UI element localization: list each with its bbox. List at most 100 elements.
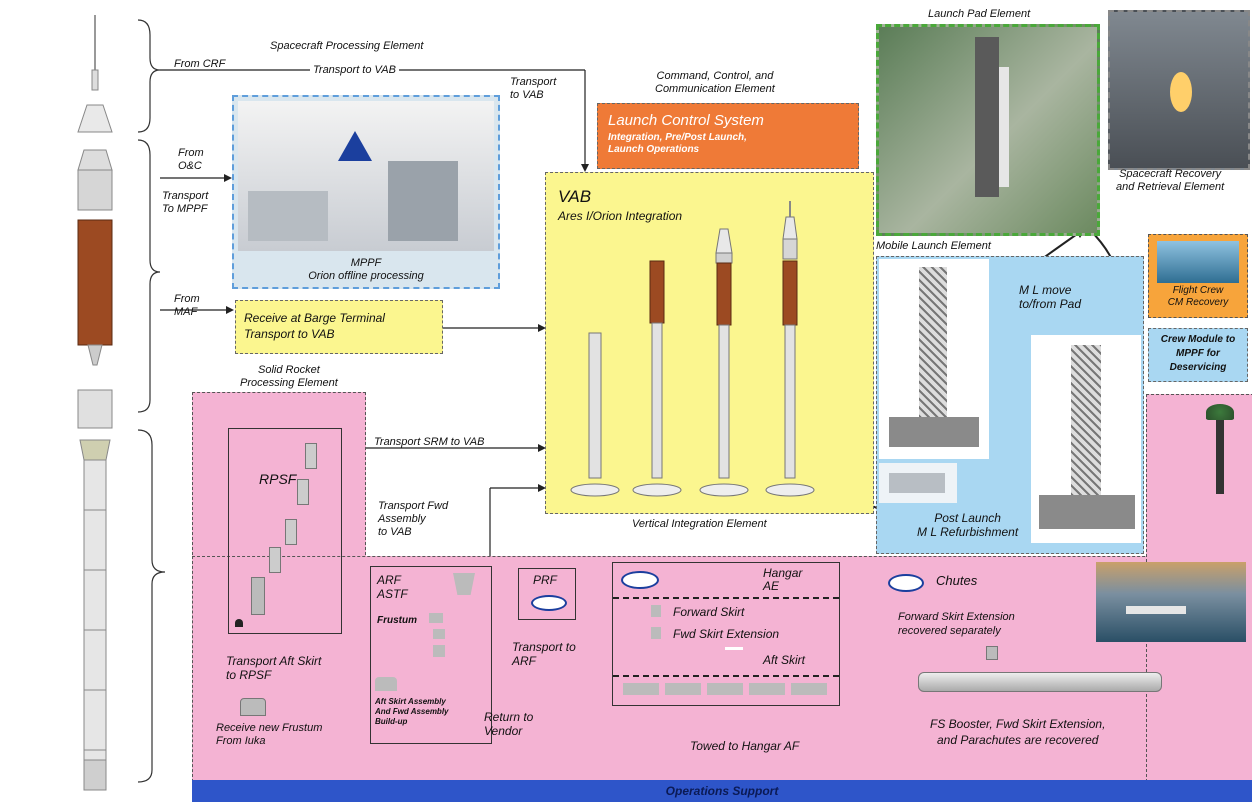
prf-label: PRF [533, 573, 557, 587]
rpsf-segment-1 [305, 443, 317, 469]
arf-astf-label: ARF ASTF [377, 573, 408, 601]
hangar-box: Hangar AE Forward Skirt Fwd Skirt Extens… [612, 562, 840, 706]
mobile-launch-box: M L move to/from Pad Post Launch M L Ref… [876, 256, 1144, 554]
rpsf-aft-skirt [235, 619, 243, 627]
recovery-boat [1126, 606, 1186, 614]
post-launch-label: Post Launch M L Refurbishment [917, 511, 1019, 539]
hangar-divider-1 [613, 597, 839, 599]
new-aft-skirt-icon [240, 698, 266, 716]
chutes-label: Chutes [936, 573, 978, 588]
prf-box: PRF [518, 568, 576, 620]
transport-to-arf-label: Transport to ARF [512, 640, 576, 668]
from-oc-label: From O&C [178, 147, 204, 172]
launch-pad-photo [876, 24, 1100, 236]
recovered-booster [918, 672, 1162, 692]
rpsf-label: RPSF [259, 471, 297, 487]
srp-lower-panel [192, 556, 851, 782]
operations-support-bar: Operations Support [192, 780, 1252, 802]
hangar-ae-label: Hangar AE [763, 566, 803, 593]
transport-to-vab-right-label: Transport to VAB [510, 76, 557, 101]
ml-refurb-platform [889, 473, 945, 493]
mppf-caption: MPPF Orion offline processing [234, 257, 498, 283]
transport-to-vab-label: Transport to VAB [310, 64, 399, 77]
mppf-title: MPPF [350, 257, 382, 269]
mobile-launch-label: Mobile Launch Element [876, 240, 991, 252]
hangar-divider-2 [613, 675, 839, 677]
transport-to-mppf-label: Transport To MPPF [162, 190, 209, 215]
vab-box: VAB Ares I/Orion Integration [545, 172, 874, 514]
rpsf-segment-2 [297, 479, 309, 505]
parachute-cluster-icon [1206, 404, 1234, 420]
chutes-icon [888, 574, 924, 592]
aft-skirt-icon [375, 677, 397, 691]
mppf-subtitle: Orion offline processing [308, 270, 424, 282]
vab-stacking-illustration [570, 201, 815, 497]
barge-line1: Receive at Barge Terminal [244, 311, 385, 325]
aft-skirt-mark [725, 647, 743, 650]
srp-upper-panel [192, 392, 366, 560]
mppf-equipment [248, 191, 328, 241]
aft-skirt-assembly-label: Aft Skirt Assembly And Fwd Assembly Buil… [375, 697, 449, 726]
frustum-icon [453, 573, 475, 595]
rpsf-box: RPSF [228, 428, 342, 634]
launch-tower [975, 37, 999, 197]
launch-pad-element-label: Launch Pad Element [928, 8, 1031, 20]
ccc-element-label: Command, Control, and Communication Elem… [655, 70, 775, 95]
rocket-illustration [77, 15, 113, 791]
transport-aft-skirt-label: Transport Aft Skirt to RPSF [226, 654, 322, 682]
mppf-image-panel: MPPF Orion offline processing [232, 95, 500, 289]
launch-flame [1170, 72, 1192, 112]
rpsf-segment-4 [269, 547, 281, 573]
crew-module-box: Crew Module to MPPF for Deservicing [1148, 328, 1248, 382]
arf-segment-2 [433, 629, 445, 639]
fse-icon [986, 646, 998, 660]
ares-rocket-stack [60, 10, 130, 800]
spacecraft-recovery-photo [1108, 10, 1250, 170]
return-vendor-label: Return to Vendor [484, 710, 534, 738]
ml-base-1 [889, 417, 979, 447]
receive-frustum-label: Receive new Frustum From Iuka [216, 722, 323, 747]
pad-rocket [999, 67, 1009, 187]
spacecraft-recovery-label: Spacecraft Recovery and Retrieval Elemen… [1116, 168, 1225, 193]
fwd-skirt-ext-label: Fwd Skirt Extension [673, 627, 780, 641]
srp-element-label: Solid Rocket Processing Element [240, 364, 338, 389]
arf-segment-1 [429, 613, 443, 623]
aft-skirt-label: Aft Skirt [763, 653, 806, 667]
flight-crew-box: Flight Crew CM Recovery [1148, 234, 1248, 318]
lcs-subtitle: Integration, Pre/Post Launch, Launch Ope… [608, 132, 747, 155]
ml-tower-2 [1071, 345, 1101, 495]
mppf-facility-image [238, 101, 494, 251]
vab-title: VAB [558, 187, 592, 206]
hangar-chute-icon [621, 571, 659, 589]
ml-move-label: M L move to/from Pad [1019, 283, 1082, 311]
mobile-launcher-image-2 [1031, 335, 1141, 543]
fs-booster-label: FS Booster, Fwd Skirt Extension, and Par… [930, 717, 1106, 747]
crew-module-label: Crew Module to MPPF for Deservicing [1160, 334, 1236, 373]
ocean-recovery-image [1157, 241, 1239, 283]
launch-control-system-box: Launch Control System Integration, Pre/P… [597, 103, 859, 169]
transport-fwd-label: Transport Fwd Assembly to VAB [378, 500, 449, 538]
transport-srm-label: Transport SRM to VAB [374, 436, 485, 448]
mppf-scaffold [388, 161, 458, 241]
towed-hangar-label: Towed to Hangar AF [690, 739, 800, 753]
ml-base-2 [1039, 495, 1135, 529]
lcs-title: Launch Control System [608, 112, 764, 129]
ml-refurb-image [879, 463, 957, 503]
fse-recovered-label: Forward Skirt Extension recovered separa… [898, 611, 1015, 637]
descending-booster [1216, 420, 1224, 494]
ocean-recovery-photo [1096, 562, 1246, 642]
from-maf-label: From MAF [174, 293, 200, 318]
flight-crew-label: Flight Crew CM Recovery [1167, 285, 1229, 308]
from-crf-label: From CRF [174, 58, 226, 70]
barge-terminal-box: Receive at Barge Terminal Transport to V… [235, 300, 443, 354]
nasa-logo-icon [338, 131, 372, 161]
mobile-launcher-image-1 [879, 259, 989, 459]
barge-line2: Transport to VAB [244, 327, 335, 341]
rpsf-segment-3 [285, 519, 297, 545]
vab-subtitle: Ares I/Orion Integration [558, 209, 683, 223]
arf-segment-3 [433, 645, 445, 657]
forward-skirt-icon [651, 605, 661, 617]
fwd-skirt-ext-icon [651, 627, 661, 639]
rpsf-segment-5 [251, 577, 265, 615]
ml-tower-1 [919, 267, 947, 417]
